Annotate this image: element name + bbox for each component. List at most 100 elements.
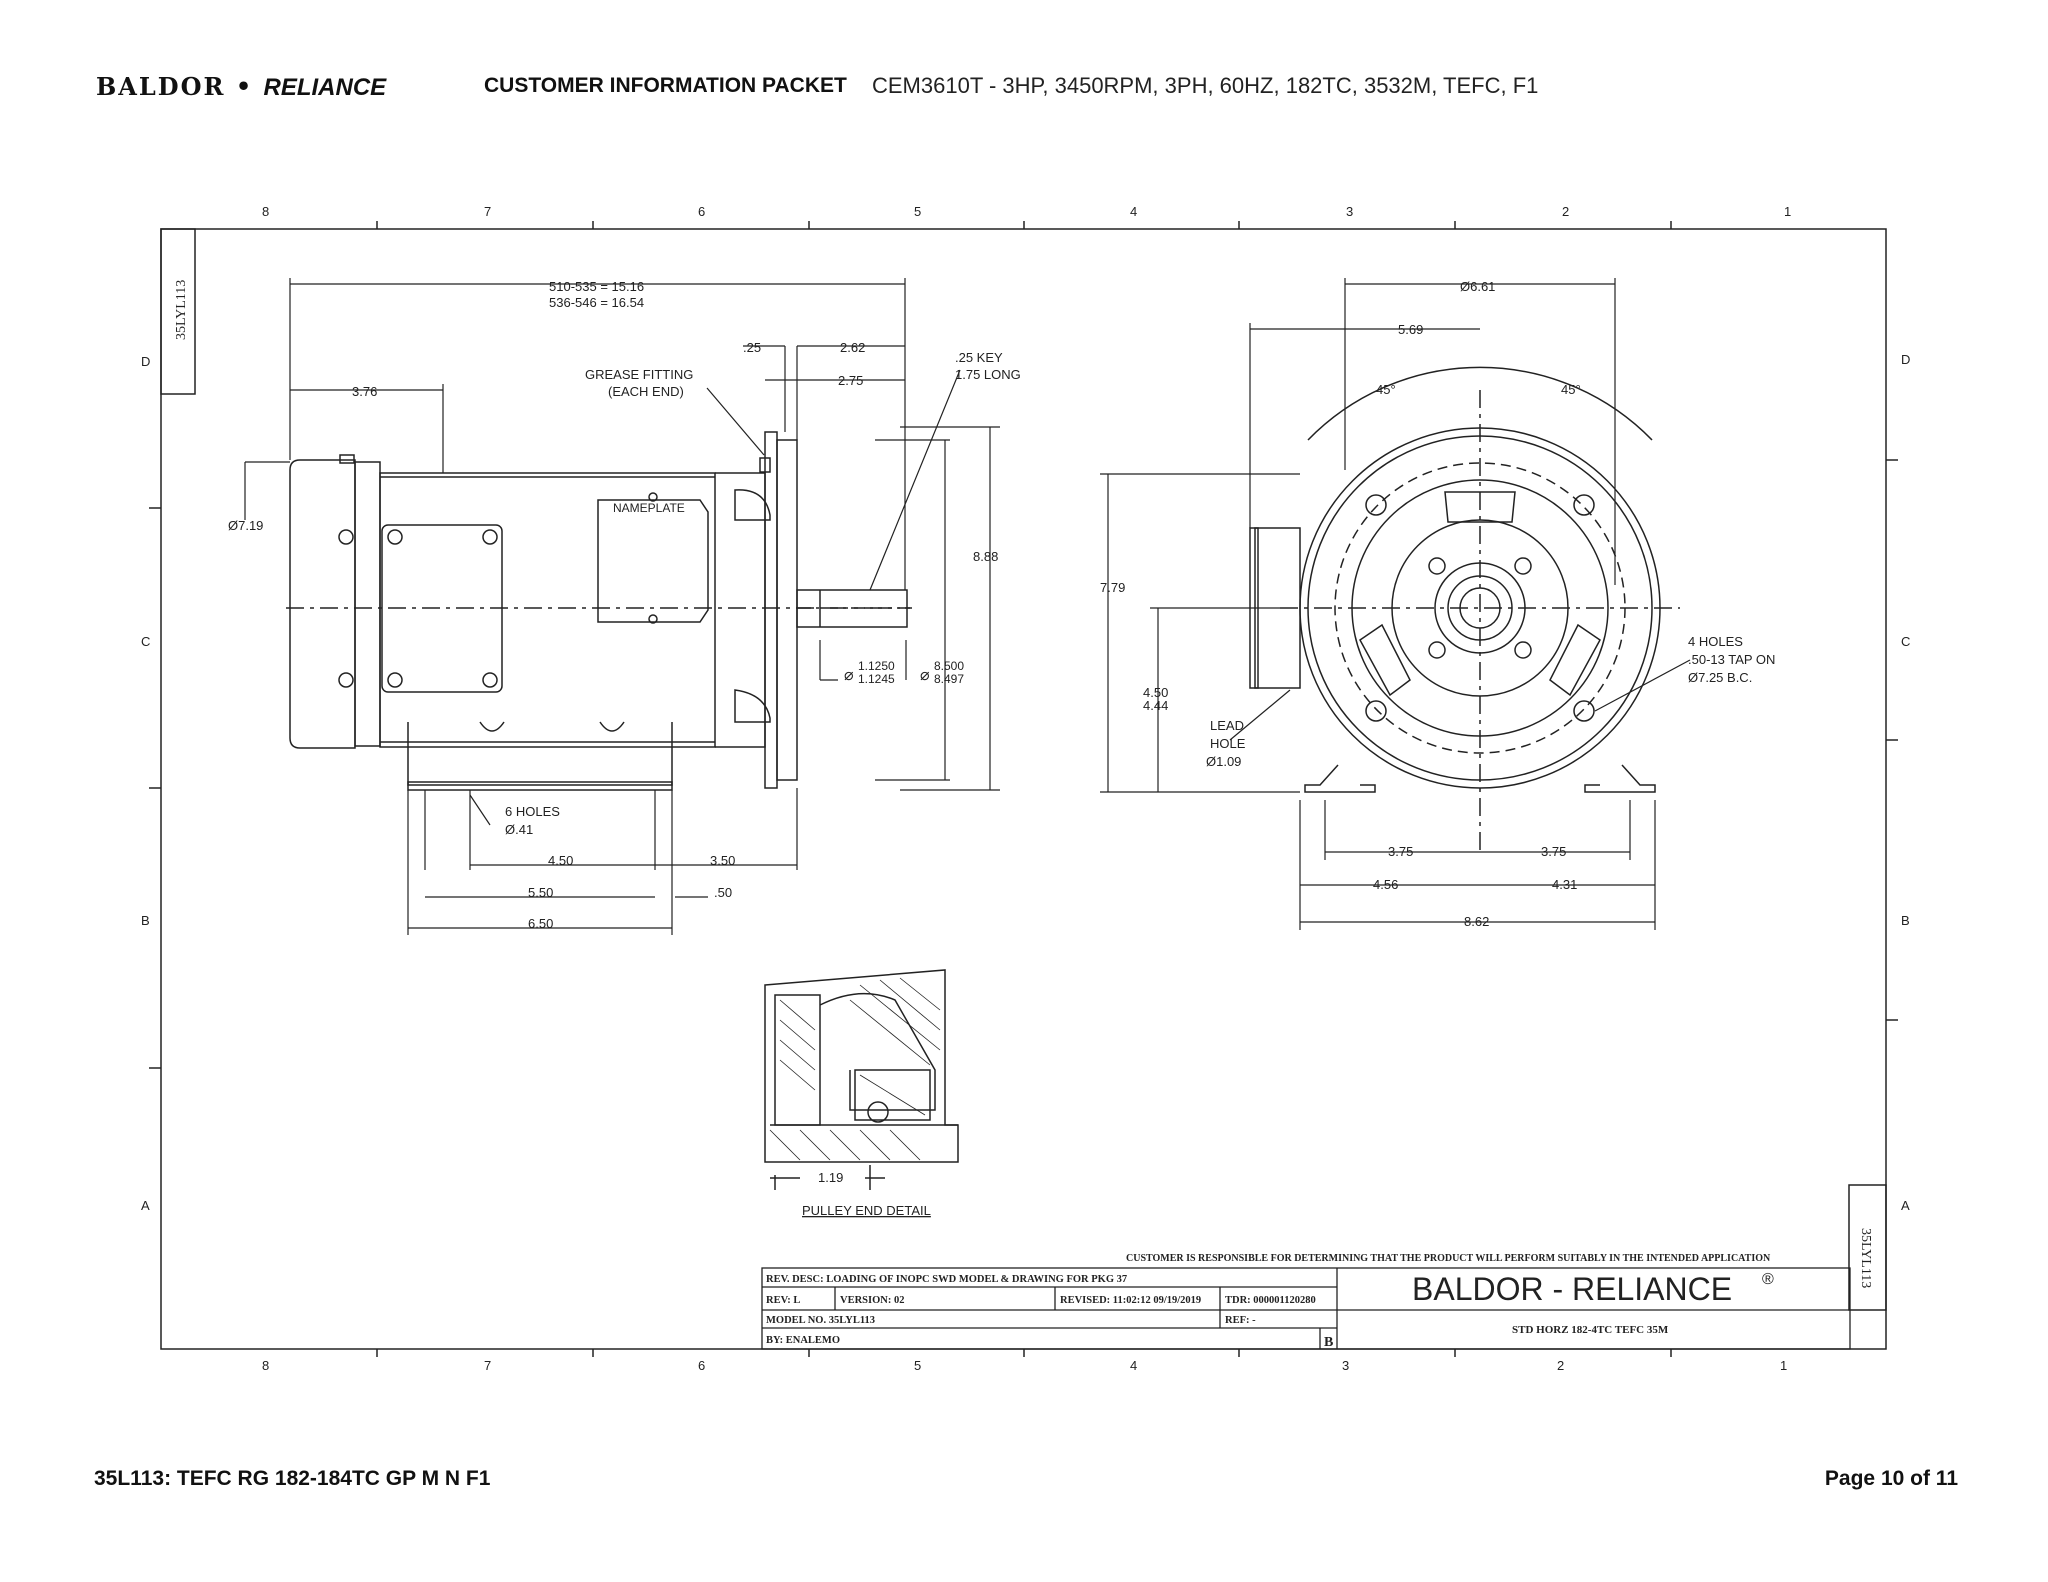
dim-0-25: .25 <box>743 340 761 355</box>
dim-height-2: 4.44 <box>1143 698 1168 713</box>
zone-row-a-left: A <box>141 1198 150 1213</box>
baldor-reliance-logo: BALDOR • RELIANCE <box>96 72 386 102</box>
logo-reliance: RELIANCE <box>263 74 387 101</box>
dim-5-69: 5.69 <box>1398 322 1423 337</box>
pulley-detail-caption: PULLEY END DETAIL <box>802 1203 931 1218</box>
tap-label-2: .50-13 TAP ON <box>1688 652 1775 667</box>
lead-hole-label-3: Ø1.09 <box>1206 754 1241 769</box>
dim-3-76: 3.76 <box>352 384 377 399</box>
side-view-dimensions <box>244 278 1000 935</box>
zone-row-c-left: C <box>141 634 150 649</box>
motor-side-view <box>286 431 912 791</box>
version: VERSION: 02 <box>840 1295 904 1306</box>
zone-row-c-right: C <box>1901 634 1910 649</box>
zone-col-2-top: 2 <box>1562 204 1569 219</box>
zone-col-7-top: 7 <box>484 204 491 219</box>
logo-baldor: BALDOR <box>96 72 226 101</box>
pilot-dia-symbol: ⌀ <box>920 667 930 684</box>
zone-row-d-left: D <box>141 354 150 369</box>
pulley-detail-hatching <box>769 977 941 1161</box>
by: BY: ENALEMO <box>766 1335 840 1346</box>
dim-3-50: 3.50 <box>710 853 735 868</box>
zone-col-1-bottom: 1 <box>1780 1358 1787 1373</box>
zone-col-5-top: 5 <box>914 204 921 219</box>
zone-col-5-bottom: 5 <box>914 1358 921 1373</box>
shaft-dia-1: 1.1250 <box>858 659 895 673</box>
side-id-box-bottom <box>1848 1184 1887 1311</box>
angle-right: 45° <box>1561 382 1581 397</box>
dim-3-75-left: 3.75 <box>1388 844 1413 859</box>
zone-col-8-top: 8 <box>262 204 269 219</box>
dim-2-75: 2.75 <box>838 373 863 388</box>
rev: REV: L <box>766 1295 800 1306</box>
side-id-bottom: 35LYL113 <box>1858 1228 1873 1288</box>
lead-hole-label-2: HOLE <box>1210 736 1246 751</box>
zone-col-4-bottom: 4 <box>1130 1358 1137 1373</box>
dim-3-75-right: 3.75 <box>1541 844 1566 859</box>
zone-col-4-top: 4 <box>1130 204 1137 219</box>
zone-col-6-top: 6 <box>698 204 705 219</box>
zone-col-2-bottom: 2 <box>1557 1358 1564 1373</box>
zone-row-b-right: B <box>1901 913 1910 928</box>
packet-title: CUSTOMER INFORMATION PACKET <box>484 74 847 97</box>
zone-col-7-bottom: 7 <box>484 1358 491 1373</box>
sheet-size: B <box>1324 1335 1333 1350</box>
page-header: BALDOR • RELIANCE CUSTOMER INFORMATION P… <box>0 0 2048 160</box>
tap-label-3: Ø7.25 B.C. <box>1688 670 1752 685</box>
registered-mark: ® <box>1762 1271 1774 1288</box>
lead-hole-label-1: LEAD <box>1210 718 1244 733</box>
revised: REVISED: 11:02:12 09/19/2019 <box>1060 1295 1201 1306</box>
holes-label-2: Ø.41 <box>505 822 533 837</box>
dim-4-50: 4.50 <box>548 853 573 868</box>
dim-overall-1: 510-535 = 15.16 <box>549 279 644 294</box>
footer-doc-id: 35L113: TEFC RG 182-184TC GP M N F1 <box>94 1467 491 1490</box>
dim-overall-2: 536-546 = 16.54 <box>549 295 644 310</box>
key-label-2: 1.75 LONG <box>955 367 1021 382</box>
drawing-description: STD HORZ 182-4TC TEFC 35M <box>1512 1324 1669 1336</box>
tdr: TDR: 000001120280 <box>1225 1295 1316 1306</box>
model-no: MODEL NO. 35LYL113 <box>766 1315 875 1326</box>
grease-fitting-label-1: GREASE FITTING <box>585 367 693 382</box>
tap-label-1: 4 HOLES <box>1688 634 1743 649</box>
angle-left: 45° <box>1376 382 1396 397</box>
nameplate-label: NAMEPLATE <box>613 501 685 515</box>
dim-height-1: 4.50 <box>1143 685 1168 700</box>
dim-0-50: .50 <box>714 885 732 900</box>
zone-col-1-top: 1 <box>1784 204 1791 219</box>
zone-ticks <box>149 221 1898 1357</box>
dim-dia-6-61: Ø6.61 <box>1460 279 1495 294</box>
title-block <box>761 1267 1851 1350</box>
pulley-end-detail <box>764 969 959 1190</box>
zone-col-3-bottom: 3 <box>1342 1358 1349 1373</box>
key-label-1: .25 KEY <box>955 350 1003 365</box>
dim-2-62: 2.62 <box>840 340 865 355</box>
holes-label-1: 6 HOLES <box>505 804 560 819</box>
dim-4-31: 4.31 <box>1552 877 1577 892</box>
zone-row-a-right: A <box>1901 1198 1910 1213</box>
grease-fitting-label-2: (EACH END) <box>608 384 684 399</box>
zone-col-3-top: 3 <box>1346 204 1353 219</box>
side-id-top: 35LYL113 <box>174 280 189 340</box>
drawing-border <box>160 228 1887 1350</box>
dim-dia-7-19: Ø7.19 <box>228 518 263 533</box>
end-view-dimensions <box>1100 278 1691 930</box>
model-description: CEM3610T - 3HP, 3450RPM, 3PH, 60HZ, 182T… <box>872 73 1539 98</box>
zone-row-b-left: B <box>141 913 150 928</box>
dim-5-50: 5.50 <box>528 885 553 900</box>
rev-desc: REV. DESC: LOADING OF INOPC SWD MODEL & … <box>766 1274 1127 1285</box>
shaft-dia-2: 1.1245 <box>858 672 895 686</box>
disclaimer: CUSTOMER IS RESPONSIBLE FOR DETERMINING … <box>1126 1253 1771 1264</box>
side-id-box-top <box>160 228 196 395</box>
dim-6-50: 6.50 <box>528 916 553 931</box>
ref: REF: - <box>1225 1315 1256 1326</box>
motor-end-view <box>1249 366 1680 850</box>
dim-8-88: 8.88 <box>973 549 998 564</box>
dim-1-19: 1.19 <box>818 1170 843 1185</box>
dim-7-79: 7.79 <box>1100 580 1125 595</box>
shaft-dia-symbol: ⌀ <box>844 667 854 684</box>
pilot-dia-2: 8.497 <box>934 672 964 686</box>
zone-col-6-bottom: 6 <box>698 1358 705 1373</box>
logo-dot: • <box>235 72 254 101</box>
company-name: BALDOR - RELIANCE <box>1412 1271 1732 1307</box>
